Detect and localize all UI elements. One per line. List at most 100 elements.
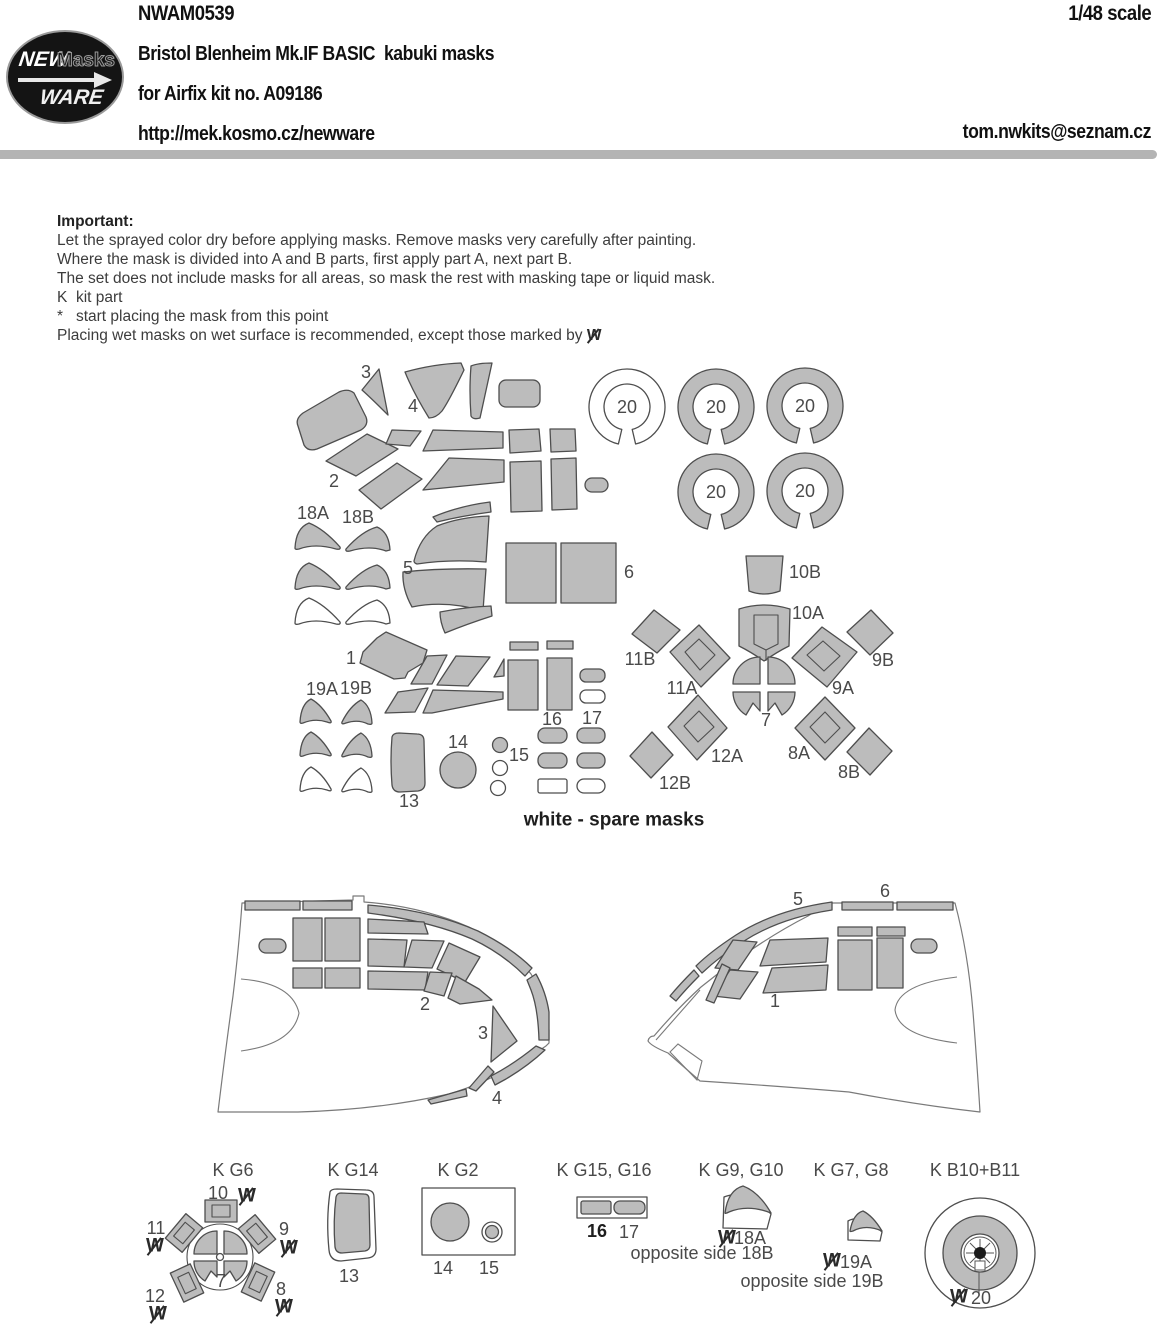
sheet-label-18B: 18B <box>341 507 375 527</box>
wet-mask-icon: W <box>823 1250 841 1272</box>
sheet-label-12A: 12A <box>710 746 744 766</box>
sheet-label-2: 2 <box>328 471 340 491</box>
legend-label-14: 14 <box>432 1258 454 1278</box>
product-code: NWAM0539 <box>138 2 235 25</box>
sheet-label-6: 6 <box>623 562 635 582</box>
wet-mask-icon: W <box>950 1286 968 1308</box>
mask-part-16-17 <box>537 727 606 794</box>
sheet-label-9B: 9B <box>871 650 895 670</box>
legend-kg7-g8-diagram <box>847 1210 883 1242</box>
legend-label-11: 11 <box>146 1218 166 1238</box>
sheet-label-20: 20 <box>705 482 727 502</box>
mask-part-4 <box>404 362 541 420</box>
mask-part-10B <box>745 555 784 595</box>
mask-part-1 <box>359 631 606 714</box>
sheet-label-11A: 11A <box>666 678 698 698</box>
mask-part-20-rings <box>588 367 844 530</box>
sheet-label-4: 4 <box>407 396 419 416</box>
sheet-label-19A: 19A <box>305 679 339 699</box>
sheet-label-14: 14 <box>447 732 469 752</box>
wet-mask-icon: W <box>718 1227 736 1249</box>
legend-label-13: 13 <box>338 1266 360 1286</box>
logo-arrow-icon <box>18 72 112 88</box>
wet-mask-icon: W <box>146 1235 164 1257</box>
mask-part-6 <box>505 542 617 604</box>
sheet-label-1: 1 <box>345 648 357 668</box>
legend-kg14-diagram <box>327 1188 377 1262</box>
sheet-label-10B: 10B <box>788 562 822 582</box>
sheet-label-13: 13 <box>398 791 420 811</box>
legend-kg6-diagram <box>164 1199 277 1303</box>
legend-label-17: 17 <box>618 1222 640 1242</box>
wet-mask-icon: W <box>238 1185 256 1207</box>
wet-mask-icon: W <box>280 1237 298 1259</box>
sheet-label-17: 17 <box>581 708 603 728</box>
website-link[interactable]: http://mek.kosmo.cz/newware <box>138 123 375 145</box>
right-profile-masks <box>669 901 954 1004</box>
sheet-label-3: 3 <box>360 362 372 382</box>
sheet-label-8A: 8A <box>787 743 811 763</box>
mask-part-18A-18B <box>294 522 391 625</box>
profile-label-4: 4 <box>491 1088 503 1108</box>
sheet-label-5: 5 <box>402 558 414 578</box>
email-link[interactable]: tom.nwkits@seznam.cz <box>962 121 1152 143</box>
legend-label-16: 16 <box>586 1221 608 1241</box>
sheet-label-8B: 8B <box>837 762 861 782</box>
legend-diagrams <box>164 1185 1036 1309</box>
legend-label-18A: 18A <box>733 1228 767 1248</box>
left-profile-masks <box>244 900 550 1105</box>
header-divider <box>0 150 1157 159</box>
legend-label-8: 8 <box>275 1279 287 1299</box>
instructions-heading: Important: <box>57 213 134 230</box>
sheet-label-15: 15 <box>508 745 530 765</box>
mask-part-14 <box>439 751 477 789</box>
newware-logo: NEW Masks WARE <box>6 30 124 124</box>
mask-part-11A <box>669 624 731 688</box>
mask-part-19A-19B <box>299 698 373 793</box>
legend-note-opposite-18B: opposite side 18B <box>630 1243 774 1263</box>
sheet-label-10A: 10A <box>791 603 825 623</box>
legend-title-kg9-g10: K G9, G10 <box>698 1160 784 1180</box>
instruction-line: K kit part <box>57 289 123 306</box>
profile-label-6: 6 <box>879 881 891 901</box>
mask-part-5 <box>402 501 493 634</box>
sheet-label-11B: 11B <box>624 649 656 669</box>
legend-wheel-diagram <box>924 1197 1036 1309</box>
instruction-line: Placing wet masks on wet surface is reco… <box>57 327 602 344</box>
mask-part-8A <box>794 696 856 761</box>
sheet-label-20: 20 <box>794 481 816 501</box>
instructions-block: Important: Let the sprayed color dry bef… <box>57 212 715 345</box>
profile-label-2: 2 <box>419 994 431 1014</box>
profile-label-5: 5 <box>792 889 804 909</box>
sheet-label-18A: 18A <box>296 503 330 523</box>
legend-label-15: 15 <box>478 1258 500 1278</box>
legend-title-kg7-g8: K G7, G8 <box>813 1160 889 1180</box>
mask-part-9A <box>791 626 858 688</box>
legend-kg15-g16-diagram <box>576 1196 648 1219</box>
legend-label-19A: 19A <box>839 1252 873 1272</box>
sheet-label-12B: 12B <box>658 773 692 793</box>
legend-label-12: 12 <box>144 1286 166 1306</box>
legend-note-opposite-19B: opposite side 19B <box>740 1271 884 1291</box>
legend-title-kg6: K G6 <box>212 1160 254 1180</box>
mask-part-3 <box>361 368 389 416</box>
logo-word-masks: Masks <box>56 50 115 72</box>
sheet-label-19B: 19B <box>339 678 373 698</box>
mask-part-7 <box>732 656 796 716</box>
instruction-line: * start placing the mask from this point <box>57 308 329 325</box>
instruction-line: Let the sprayed color dry before applyin… <box>57 232 697 249</box>
legend-title-kb10-b11: K B10+B11 <box>929 1160 1021 1180</box>
mask-sheet <box>294 362 894 797</box>
mask-part-12B <box>629 731 674 779</box>
sheet-label-20: 20 <box>705 397 727 417</box>
mask-part-15 <box>489 736 509 797</box>
sheet-label-20: 20 <box>794 396 816 416</box>
mask-part-13 <box>390 732 426 793</box>
legend-title-kg15-g16: K G15, G16 <box>556 1160 652 1180</box>
profile-label-1: 1 <box>769 991 781 1011</box>
mask-part-8B <box>846 727 893 776</box>
legend-kg9-g10-diagram <box>722 1185 772 1230</box>
sheet-label-9A: 9A <box>831 678 855 698</box>
